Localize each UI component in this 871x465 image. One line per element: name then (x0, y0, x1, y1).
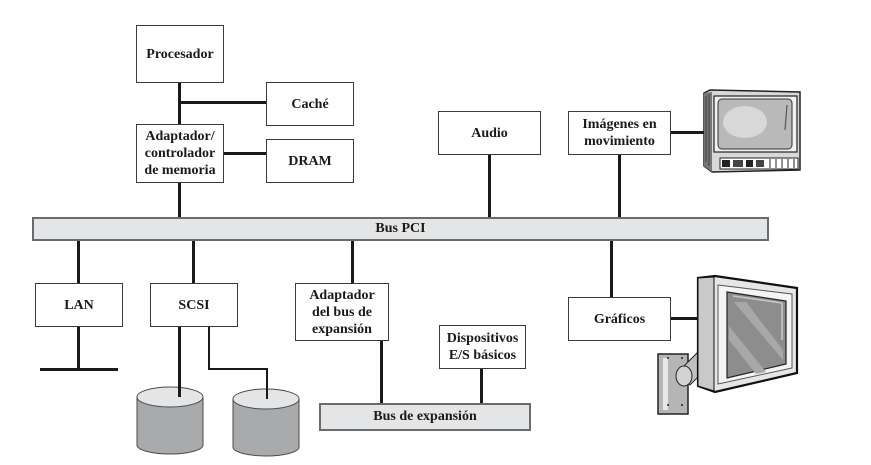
dram-label: DRAM (288, 153, 332, 169)
lan-label: LAN (64, 297, 94, 313)
pci-bus: Bus PCI (32, 217, 769, 241)
scsi-to-disk2-line-h (208, 368, 268, 370)
expansion-bus-adapter-box: Adaptador del bus de expansión (295, 283, 389, 341)
cache-link-line (178, 101, 266, 104)
scsi-label: SCSI (178, 297, 210, 313)
disk-drive-icon (232, 388, 300, 457)
motion-video-box: Imágenes en movimiento (568, 111, 671, 155)
memory-controller-box: Adaptador/ controlador de memoria (136, 124, 224, 183)
expansion-bus-adapter-label: Adaptador del bus de expansión (309, 287, 375, 337)
basic-io-label: Dispositivos E/S básicos (446, 331, 519, 363)
pci-to-lan-line (77, 240, 80, 283)
lan-network-segment (40, 368, 118, 371)
expadapter-to-expbus-line (380, 340, 383, 404)
scsi-box: SCSI (150, 283, 238, 327)
graphics-to-monitor-line (670, 317, 698, 320)
dram-link-line (223, 152, 266, 155)
dram-box: DRAM (266, 139, 354, 183)
processor-label: Procesador (146, 46, 214, 62)
lan-box: LAN (35, 283, 123, 327)
graphics-label: Gráficos (593, 311, 646, 327)
video-to-tv-line (670, 131, 704, 134)
memctrl-to-pci-line (178, 182, 181, 217)
scsi-to-disk1-line (178, 326, 181, 397)
scsi-to-disk2-line-v1 (208, 326, 210, 369)
processor-box: Procesador (136, 25, 224, 83)
basic-io-box: Dispositivos E/S básicos (439, 325, 526, 369)
cache-label: Caché (291, 96, 329, 112)
video-to-pci-line (618, 154, 621, 217)
pci-to-graphics-line (610, 240, 613, 297)
lan-drop-line (77, 326, 80, 369)
expansion-bus: Bus de expansión (319, 403, 531, 431)
cache-box: Caché (266, 82, 354, 126)
motion-video-label: Imágenes en movimiento (582, 117, 657, 149)
crt-television-icon (703, 89, 801, 173)
wall-mounted-flat-monitor-icon (657, 274, 799, 415)
pci-to-expadapter-line (351, 240, 354, 283)
audio-box: Audio (438, 111, 541, 155)
audio-label: Audio (471, 125, 508, 141)
expansion-bus-label: Bus de expansión (373, 409, 477, 424)
audio-to-pci-line (488, 154, 491, 217)
memory-controller-label: Adaptador/ controlador de memoria (144, 129, 216, 178)
basicio-to-expbus-line (480, 368, 483, 404)
pci-to-scsi-line (192, 240, 195, 283)
graphics-box: Gráficos (568, 297, 671, 341)
pci-bus-label: Bus PCI (375, 221, 426, 236)
disk-drive-icon (136, 386, 204, 455)
